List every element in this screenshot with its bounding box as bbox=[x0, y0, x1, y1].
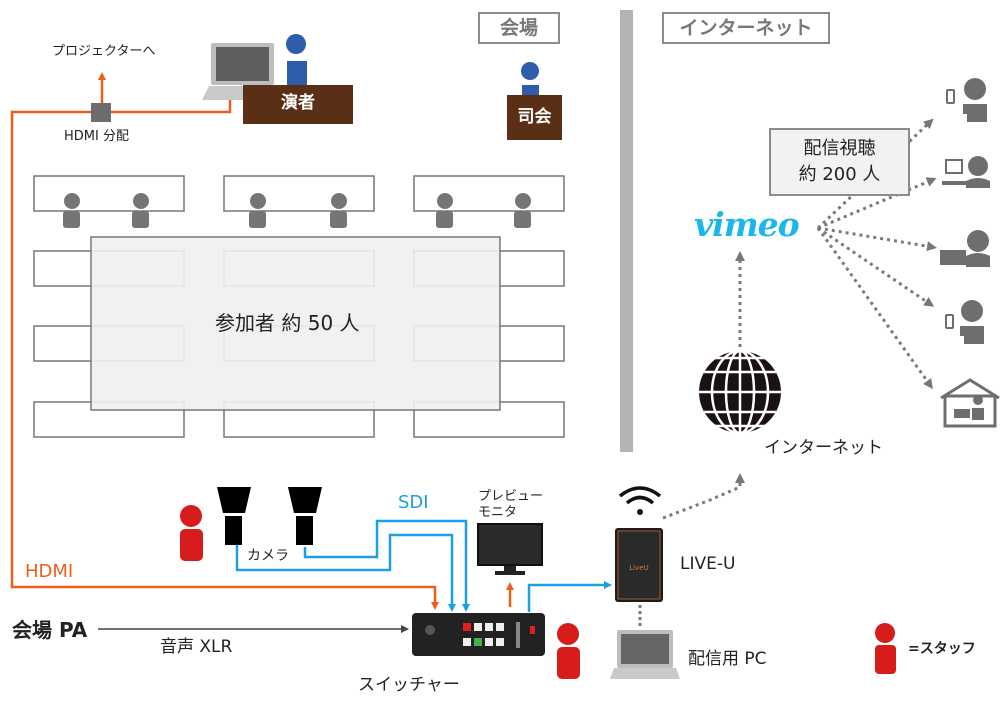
table bbox=[223, 175, 375, 212]
preview-monitor-label-2: モニタ bbox=[478, 505, 518, 520]
vimeo-logo: vimeo bbox=[694, 205, 800, 244]
audio-label: 音声 XLR bbox=[160, 637, 233, 657]
staff-icon bbox=[180, 505, 203, 561]
switcher-label: スイッチャー bbox=[358, 675, 460, 695]
participants-area bbox=[90, 236, 501, 411]
hdmi-splitter bbox=[91, 103, 111, 122]
sdi-label: SDI bbox=[398, 492, 429, 513]
viewers-box: 配信視聴 約 200 人 bbox=[769, 128, 910, 196]
viewer-phone-icon bbox=[945, 300, 984, 344]
viewers-label-2: 約 200 人 bbox=[798, 164, 881, 185]
viewer-desk-icon bbox=[940, 230, 990, 267]
internet-label: インターネット bbox=[764, 438, 883, 458]
staff-icon bbox=[557, 623, 580, 679]
attendee-icon bbox=[514, 193, 531, 228]
camera-label: カメラ bbox=[247, 548, 289, 564]
attendee-icon bbox=[436, 193, 453, 228]
liveu-device-icon: LiveU bbox=[615, 528, 663, 602]
sdi-cables bbox=[235, 519, 612, 612]
attendee-icon bbox=[330, 193, 347, 228]
hdmi-cables bbox=[10, 72, 514, 610]
pa-label: 会場 PA bbox=[12, 618, 88, 642]
wifi-icon bbox=[618, 486, 662, 515]
zone-label-internet: インターネット bbox=[662, 12, 830, 44]
hdmi-splitter-label: HDMI 分配 bbox=[64, 129, 129, 144]
table bbox=[33, 175, 185, 212]
legend-staff-label: =スタッフ bbox=[908, 641, 976, 657]
attendee-icon bbox=[63, 193, 80, 228]
table bbox=[413, 175, 565, 212]
presenter-icon bbox=[286, 34, 307, 85]
camera-icon bbox=[217, 487, 251, 545]
preview-monitor-icon bbox=[477, 523, 543, 575]
hdmi-label: HDMI bbox=[25, 561, 74, 582]
attendees bbox=[63, 193, 531, 228]
legend-staff-icon bbox=[875, 623, 896, 674]
zone-label-venue: 会場 bbox=[478, 12, 560, 44]
presenter-desk: 演者 bbox=[243, 85, 353, 124]
participants-label: 参加者 約 50 人 bbox=[215, 311, 360, 335]
streaming-pc-label: 配信用 PC bbox=[688, 649, 767, 669]
camera-icon bbox=[288, 487, 322, 545]
attendee-icon bbox=[132, 193, 149, 228]
globe-icon bbox=[699, 349, 781, 435]
viewer-phone-icon bbox=[946, 78, 987, 122]
mc-icon bbox=[521, 62, 539, 95]
streaming-pc-icon bbox=[610, 630, 680, 679]
preview-monitor-label-1: プレビュー bbox=[478, 489, 544, 504]
switcher-icon bbox=[412, 613, 545, 656]
viewers-label-1: 配信視聴 bbox=[803, 138, 876, 159]
zone-divider bbox=[620, 10, 633, 452]
attendee-icon bbox=[249, 193, 266, 228]
svg-text:LiveU: LiveU bbox=[629, 564, 648, 572]
viewer-home-icon bbox=[940, 378, 1000, 428]
liveu-label: LIVE-U bbox=[680, 554, 736, 574]
viewer-laptop-icon bbox=[942, 156, 990, 188]
mc-desk: 司会 bbox=[507, 95, 562, 140]
projector-label: プロジェクターへ bbox=[52, 44, 156, 59]
presenter-laptop-icon bbox=[202, 43, 281, 100]
